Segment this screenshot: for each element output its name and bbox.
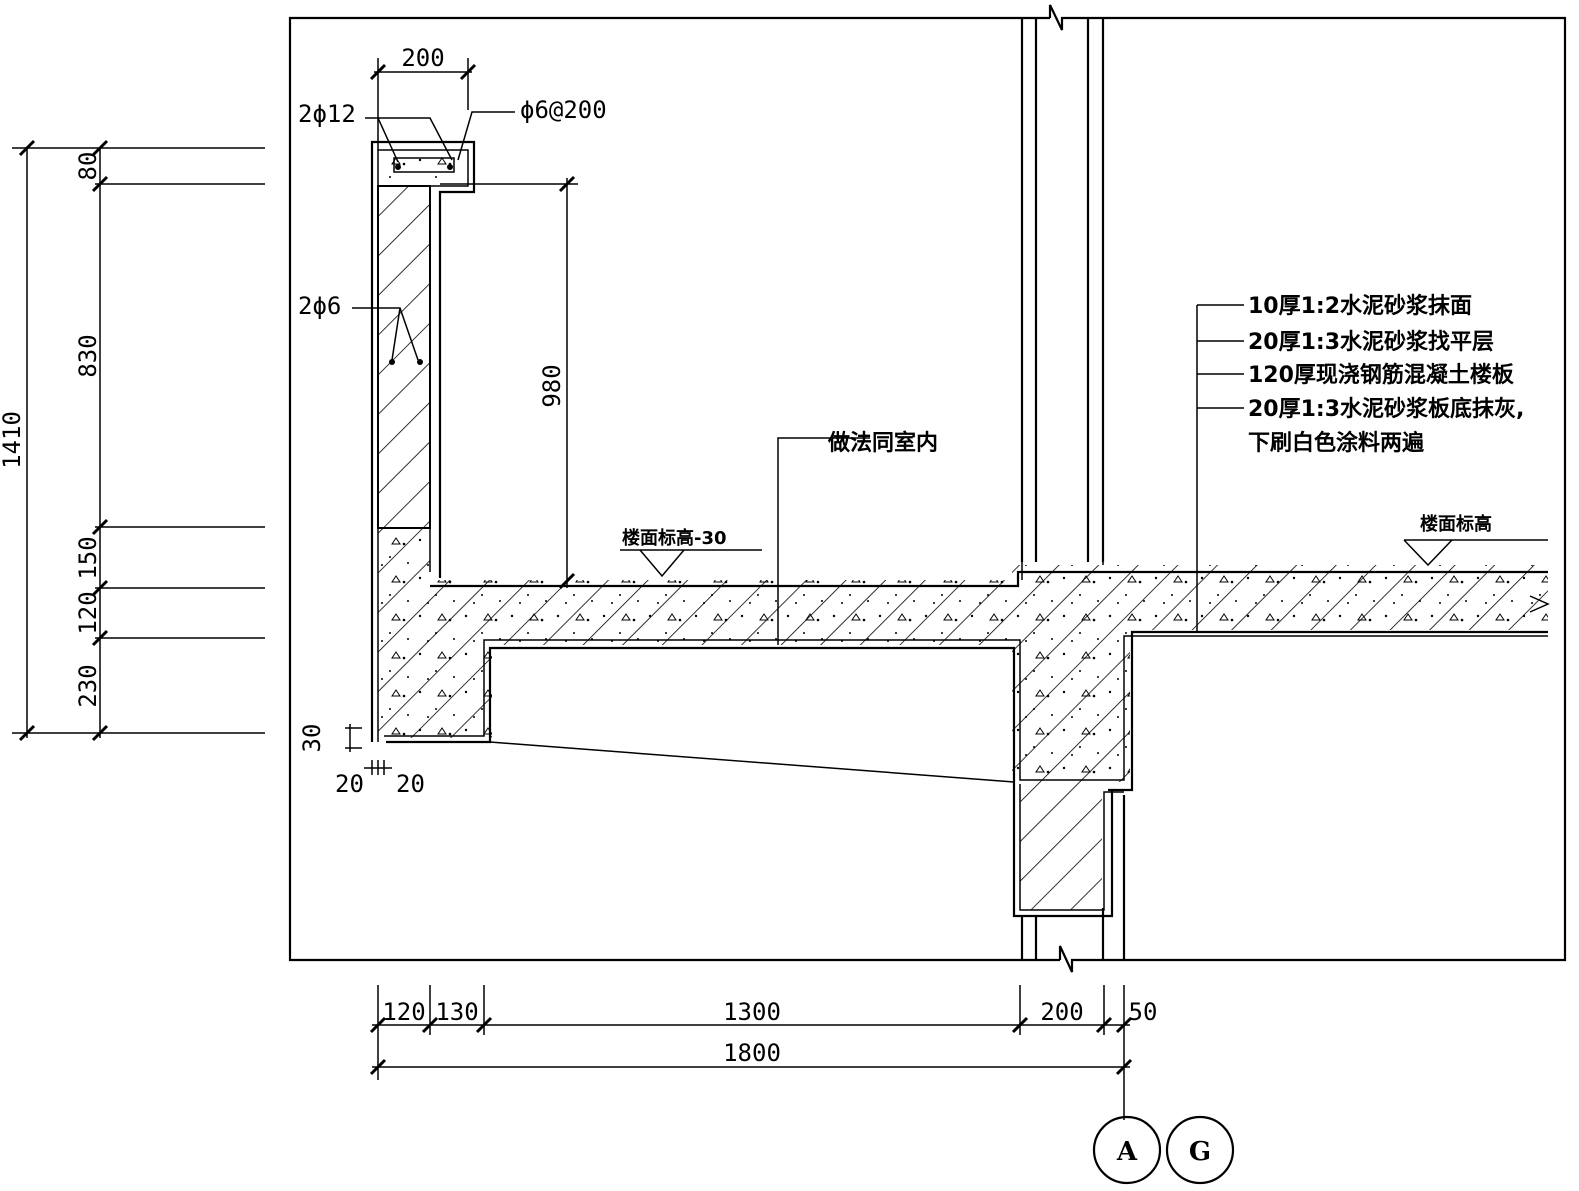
drip-dimensions: 30 20 20 <box>298 724 425 798</box>
dim-drip-left: 20 <box>335 770 364 798</box>
rebar-parapet-bars: 2ϕ6 <box>298 292 341 320</box>
dim-beam-depth: 230 <box>74 664 102 707</box>
dim-slab-thickness: 120 <box>74 591 102 634</box>
level-floor: 楼面标高 <box>1420 513 1492 535</box>
axis-label-g: G <box>1189 1137 1211 1167</box>
top-dimension: 200 <box>369 44 477 150</box>
dim-curb-height: 150 <box>74 536 102 579</box>
left-dimensions: 1410 80 830 150 120 230 <box>0 139 265 742</box>
dim-coping-height: 80 <box>74 152 102 181</box>
level-minus-30: 楼面标高-30 <box>622 527 727 549</box>
axis-markers: A G <box>1092 1115 1235 1185</box>
dim-total-height: 1410 <box>0 411 26 469</box>
inner-height-dimension: 980 <box>440 175 578 590</box>
bottom-dimensions: 120 130 1300 200 50 1800 <box>369 985 1158 1120</box>
dim-bottom-total: 1800 <box>723 1039 781 1067</box>
dim-bottom-1300: 1300 <box>723 998 781 1026</box>
dim-bottom-200: 200 <box>1040 998 1083 1026</box>
parapet-wall <box>370 140 476 742</box>
dim-bottom-50: 50 <box>1129 998 1158 1026</box>
layer-5: 下刷白色涂料两遍 <box>1248 430 1425 456</box>
level-marks: 楼面标高-30 楼面标高 <box>620 513 1550 613</box>
coping-rebar <box>386 152 464 182</box>
lower-wall <box>1012 782 1124 918</box>
rebar-stirrups: ϕ6@200 <box>520 96 607 124</box>
floor-layers-note: 10厚1:2水泥砂浆抹面 20厚1:3水泥砂浆找平层 120厚现浇钢筋混凝土楼板… <box>1196 293 1524 632</box>
axis-bubble-g <box>1165 1115 1235 1185</box>
dim-drip-right: 20 <box>396 770 425 798</box>
rebar-labels: 2ϕ12 ϕ6@200 2ϕ6 <box>298 96 607 365</box>
dim-coping-width: 200 <box>401 44 444 72</box>
dim-drip: 30 <box>298 724 326 753</box>
axis-bubble-a <box>1092 1115 1162 1185</box>
layer-4: 20厚1:3水泥砂浆板底抹灰, <box>1248 396 1524 422</box>
axis-label-a: A <box>1116 1137 1138 1167</box>
concrete-slab <box>378 528 1548 792</box>
layer-3: 120厚现浇钢筋混凝土楼板 <box>1248 362 1515 388</box>
layer-1: 10厚1:2水泥砂浆抹面 <box>1248 293 1472 319</box>
layer-2: 20厚1:3水泥砂浆找平层 <box>1248 329 1494 355</box>
dim-bottom-130: 130 <box>435 998 478 1026</box>
note-same-as-indoor: 做法同室内 <box>827 430 938 456</box>
balcony-note: 做法同室内 <box>777 430 938 645</box>
rebar-top-bars: 2ϕ12 <box>298 100 356 128</box>
drawing-frame <box>288 4 1567 973</box>
dim-bottom-120: 120 <box>382 998 425 1026</box>
dim-inner-height: 980 <box>538 364 566 407</box>
dim-parapet-height: 830 <box>74 334 102 377</box>
